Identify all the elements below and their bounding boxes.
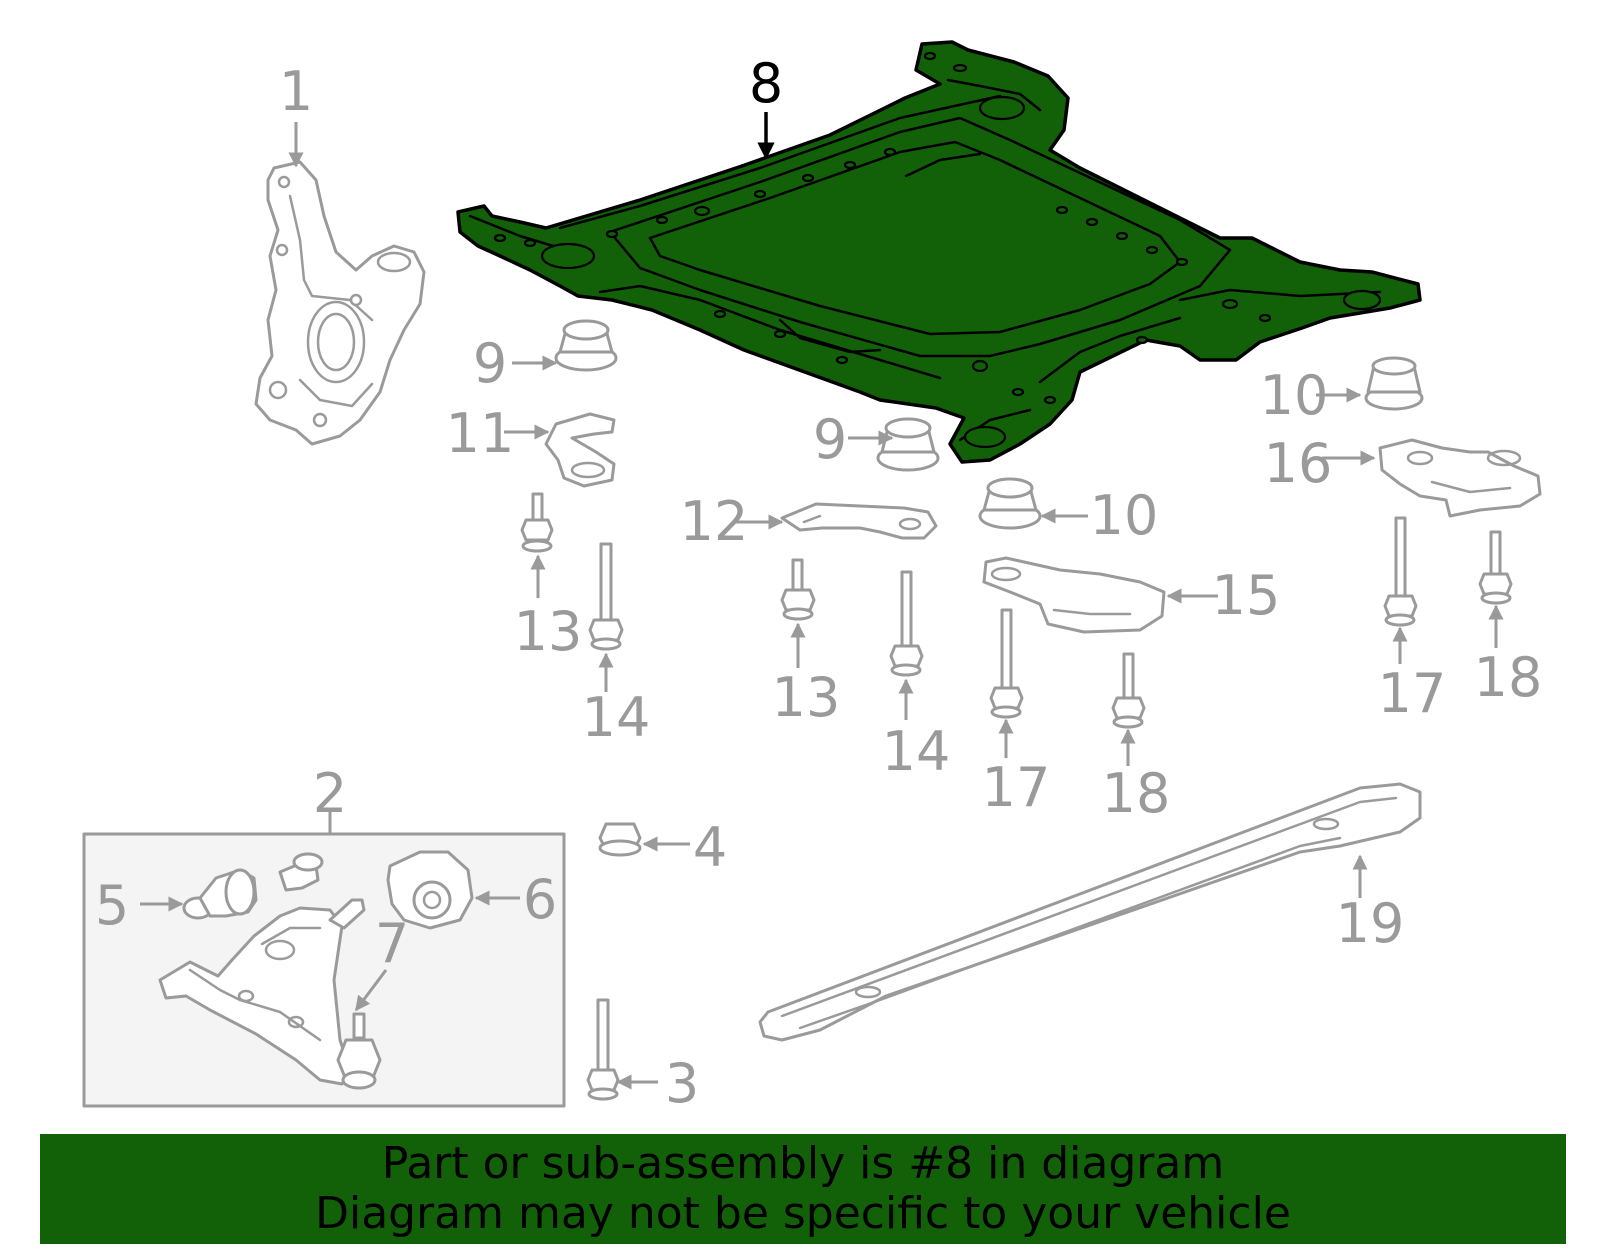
info-banner: Part or sub-assembly is #8 in diagram Di… <box>40 1134 1566 1244</box>
callout-label-2[interactable]: 2 <box>313 762 347 825</box>
callout-label-3[interactable]: 3 <box>665 1052 699 1115</box>
callout-label-18a[interactable]: 18 <box>1102 762 1171 825</box>
callout-label-4[interactable]: 4 <box>693 816 727 879</box>
bolt-part-13b[interactable] <box>780 558 816 621</box>
callout-label-10a[interactable]: 10 <box>1260 364 1329 427</box>
callout-leaders <box>140 112 1504 1090</box>
ball-joint-part-7[interactable] <box>336 1012 382 1090</box>
brace-part-19[interactable] <box>758 782 1422 1042</box>
callout-label-10b[interactable]: 10 <box>1090 484 1159 547</box>
bracket-part-15[interactable] <box>982 556 1166 634</box>
bushing-part-10b[interactable] <box>978 477 1042 530</box>
subframe-holes <box>493 51 1272 405</box>
bolt-part-13a[interactable] <box>520 492 554 553</box>
callout-label-18b[interactable]: 18 <box>1474 646 1543 709</box>
callout-label-11[interactable]: 11 <box>446 402 515 465</box>
callout-label-13a[interactable]: 13 <box>514 600 583 663</box>
callout-label-9b[interactable]: 9 <box>813 408 847 471</box>
banner-line-1: Part or sub-assembly is #8 in diagram <box>381 1138 1225 1189</box>
subframe-body <box>456 40 1422 464</box>
bushing-part-10a[interactable] <box>1364 356 1424 411</box>
callout-label-13b[interactable]: 13 <box>772 666 841 729</box>
callout-label-5[interactable]: 5 <box>95 874 129 937</box>
bolt-part-18b[interactable] <box>1478 530 1513 605</box>
callout-label-16[interactable]: 16 <box>1264 432 1333 495</box>
callout-label-14b[interactable]: 14 <box>882 720 951 783</box>
bolt-part-3[interactable] <box>586 998 620 1101</box>
lower-control-arm[interactable] <box>158 898 366 1086</box>
callout-label-7[interactable]: 7 <box>375 912 409 975</box>
bracket-part-12[interactable] <box>780 502 938 540</box>
callout-label-15[interactable]: 15 <box>1212 564 1281 627</box>
stud-part <box>278 852 324 892</box>
bolt-part-18a[interactable] <box>1111 652 1146 729</box>
bushing-part-9b[interactable] <box>876 417 940 472</box>
callout-label-8[interactable]: 8 <box>749 52 783 115</box>
bolt-part-14b[interactable] <box>889 570 924 677</box>
bracket-part-16[interactable] <box>1378 438 1542 518</box>
bushing-part-5[interactable] <box>182 868 258 920</box>
callout-label-19[interactable]: 19 <box>1336 892 1405 955</box>
callout-label-12[interactable]: 12 <box>680 490 749 553</box>
bracket-part-11[interactable] <box>544 412 616 488</box>
bolt-part-14a[interactable] <box>588 542 624 651</box>
bushing-part-9a[interactable] <box>554 319 618 372</box>
banner-line-2: Diagram may not be specific to your vehi… <box>315 1188 1291 1239</box>
bolt-part-17a[interactable] <box>989 608 1024 719</box>
callout-label-9a[interactable]: 9 <box>473 332 507 395</box>
callout-label-14a[interactable]: 14 <box>582 686 651 749</box>
callout-label-17b[interactable]: 17 <box>1378 662 1447 725</box>
nut-part-4[interactable] <box>598 822 642 857</box>
callout-label-6[interactable]: 6 <box>523 868 557 931</box>
steering-knuckle-part-1[interactable] <box>254 160 426 446</box>
callout-labels: 1 8 9 11 9 10 16 12 10 15 13 14 13 14 17… <box>95 52 1543 1115</box>
callout-label-17a[interactable]: 17 <box>982 756 1051 819</box>
bolt-part-17b[interactable] <box>1383 516 1418 627</box>
bushing-part-6[interactable] <box>386 850 474 930</box>
callout-label-1[interactable]: 1 <box>279 60 313 123</box>
subframe-part-8[interactable] <box>456 40 1422 464</box>
